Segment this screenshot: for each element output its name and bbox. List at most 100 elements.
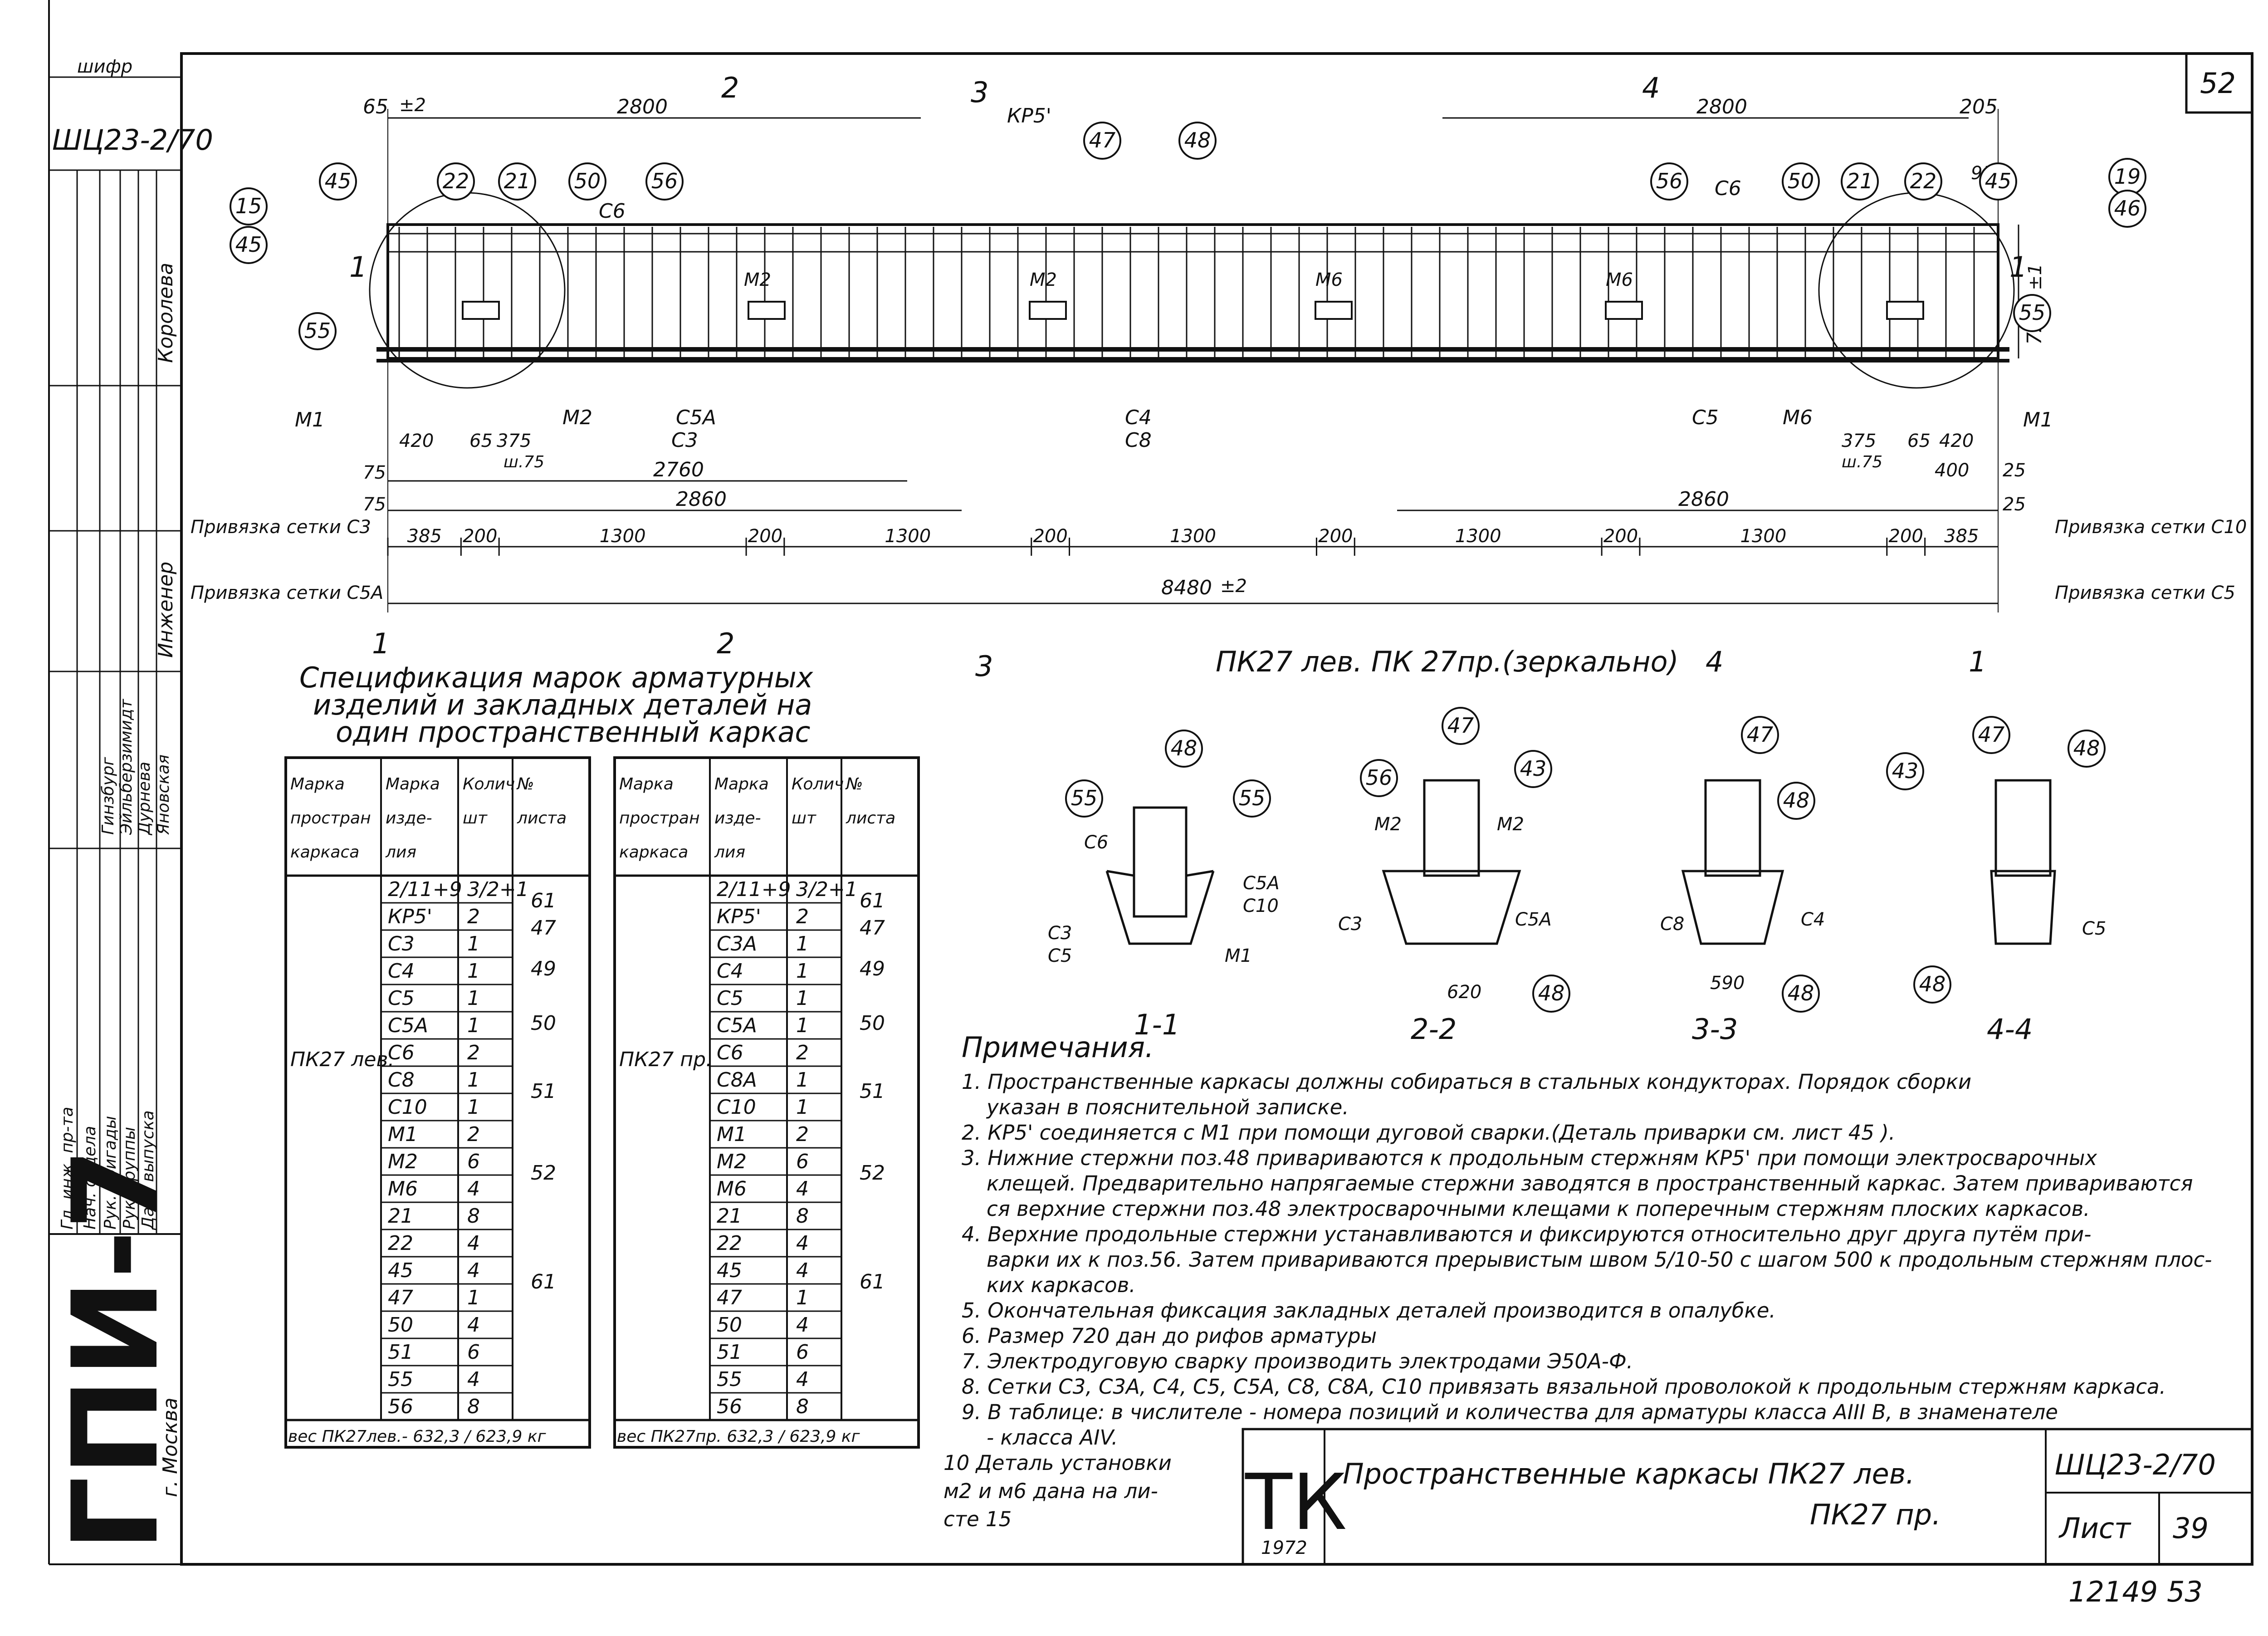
left-item-12: 21 bbox=[388, 1205, 413, 1228]
rebar-verticals bbox=[398, 227, 1975, 358]
left-header-1-2: лия bbox=[385, 843, 416, 862]
chain-dim-3: 200 bbox=[748, 526, 782, 547]
balloon-left-1: 22 bbox=[437, 162, 475, 201]
balloon-48: 48 bbox=[1178, 122, 1217, 160]
note-line-13: 9. В таблице: в числителе - номера позиц… bbox=[962, 1400, 2058, 1424]
org-name: ГПИ-7 bbox=[48, 1148, 185, 1552]
chain-dim-9: 200 bbox=[1603, 526, 1638, 547]
section-1-text-1: 47 bbox=[1447, 713, 1474, 738]
note-line-10: 6. Размер 720 дан до рифов арматуры bbox=[962, 1324, 1377, 1348]
left-qty-0: 3/2+1 bbox=[467, 878, 529, 901]
balloon-right-7: 55 bbox=[2013, 294, 2051, 332]
role-3: Рук. бригады bbox=[101, 1116, 120, 1229]
right-header-2-0: Колич bbox=[792, 775, 844, 794]
role-2: Нач. отдела bbox=[81, 1126, 99, 1229]
dim-375-right: 375 bbox=[1842, 431, 1876, 451]
plate-label-3: М6 bbox=[1606, 269, 1633, 290]
under-dims: 420 65 375 ш.75 375 ш.75 65 420 2760 400… bbox=[363, 431, 2026, 599]
tol-left: ±2 bbox=[399, 95, 426, 116]
balloon-left-2-text: 21 bbox=[504, 169, 531, 193]
right-header-1-1: изде- bbox=[714, 809, 761, 828]
name-2: Эйльберзимидт bbox=[117, 699, 136, 835]
left-qty-7: 1 bbox=[467, 1068, 480, 1092]
note10-line-2: сте 15 bbox=[943, 1507, 1012, 1531]
dim-w75-right: ш.75 bbox=[1842, 453, 1882, 471]
section-0-label-7: С5 bbox=[1048, 945, 1072, 966]
balloon-right-7-circle bbox=[2013, 294, 2051, 332]
right-item-11: М6 bbox=[717, 1177, 747, 1200]
side-block: шифр ШЦ23-2/70 Королева Инженер Гл. инж.… bbox=[48, 56, 213, 1552]
right-sheet-0: 61 bbox=[860, 889, 885, 912]
cipher-label: шифр bbox=[77, 56, 132, 77]
right-qty-2: 1 bbox=[796, 932, 809, 955]
right-item-9: М1 bbox=[717, 1123, 747, 1146]
section-1-circle-0 bbox=[1360, 759, 1398, 797]
elevation-labels: 65 ±2 2800 2800 205 95 2 3 4 КР5' С6 С6 … bbox=[349, 71, 2046, 345]
left-header-3-0: № bbox=[516, 775, 534, 794]
left-item-3: С4 bbox=[388, 960, 415, 983]
left-header-0-2: каркаса bbox=[290, 843, 359, 862]
section-0-label-3: С6 bbox=[1084, 832, 1108, 853]
dim-2860-left: 2860 bbox=[676, 488, 727, 511]
bottom-label-2: С5А bbox=[676, 406, 716, 429]
section-3-circle-1 bbox=[1972, 716, 2010, 754]
sheet-no: 39 bbox=[2173, 1512, 2209, 1545]
code: ШЦ23-2/70 bbox=[2055, 1448, 2216, 1481]
right-frame-mark: ПК27 пр. bbox=[619, 1048, 712, 1071]
section-mark-3: 3 bbox=[971, 76, 988, 109]
dim-75-b: 75 bbox=[363, 494, 386, 515]
section-0-label-8: М1 bbox=[1225, 945, 1252, 966]
section-title-1: 2-2 bbox=[1411, 1013, 1457, 1046]
sheet-label: Лист bbox=[2058, 1512, 2131, 1545]
bottom-label-8: М1 bbox=[2023, 408, 2053, 431]
section-1-label-7: 620 bbox=[1447, 982, 1481, 1003]
section-3-text-1: 47 bbox=[1978, 722, 2005, 747]
section-1-text-2: 43 bbox=[1520, 756, 1547, 781]
bottom-label-0: М1 bbox=[295, 408, 325, 431]
balloon-right-1-circle bbox=[1782, 162, 1820, 201]
note-line-3: 3. Нижние стержни поз.48 привариваются к… bbox=[962, 1146, 2097, 1170]
right-qty-15: 1 bbox=[796, 1286, 809, 1309]
note-line-6: 4. Верхние продольные стержни устанавлив… bbox=[962, 1222, 2091, 1246]
view-title: ПК27 лев. ПК 27пр.(зеркально) bbox=[1216, 645, 1679, 678]
chain-dim-2: 1300 bbox=[600, 526, 646, 547]
left-weight: вес ПК27лев.- 632,3 / 623,9 кг bbox=[288, 1427, 547, 1446]
right-qty-13: 4 bbox=[796, 1232, 809, 1255]
balloon-left-3-circle bbox=[568, 162, 606, 201]
left-qty-19: 8 bbox=[467, 1395, 480, 1418]
chain-dim-4: 1300 bbox=[885, 526, 931, 547]
section-title-2: 3-3 bbox=[1692, 1013, 1738, 1046]
tol-height: ±1 bbox=[2025, 264, 2046, 290]
balloon-left-4-circle bbox=[645, 162, 684, 201]
dim-25-b: 25 bbox=[2003, 494, 2026, 515]
left-header-0-0: Марка bbox=[290, 775, 345, 794]
balloon-right-5: 19 bbox=[2108, 158, 2146, 196]
right-qty-9: 2 bbox=[796, 1123, 809, 1146]
section-2-text-1: 48 bbox=[1783, 788, 1810, 813]
left-qty-11: 4 bbox=[467, 1177, 480, 1200]
bottom-label-6: С5 bbox=[1692, 406, 1719, 429]
dim-25-a: 25 bbox=[2003, 460, 2026, 481]
note10-line-1: м2 и м6 дана на ли- bbox=[943, 1479, 1158, 1503]
section-1-label-3: М2 bbox=[1374, 814, 1402, 835]
right-header-0-2: каркаса bbox=[619, 843, 688, 862]
right-item-12: 21 bbox=[717, 1205, 742, 1228]
chain-dim-8: 1300 bbox=[1455, 526, 1501, 547]
view-mark-1: 1 bbox=[372, 627, 390, 660]
embedded-plates bbox=[462, 301, 1924, 320]
left-header-1-0: Марка bbox=[386, 775, 440, 794]
bottom-label-3: С3 bbox=[671, 429, 698, 452]
section-3-balloon-0: 43 bbox=[1886, 752, 1924, 790]
balloon-right-4-text: 45 bbox=[1985, 169, 2012, 193]
note-line-0: 1. Пространственные каркасы должны собир… bbox=[962, 1070, 1971, 1094]
dim-2800-left: 2800 bbox=[617, 95, 668, 118]
right-item-18: 55 bbox=[717, 1368, 742, 1391]
archive-no: 12149 53 bbox=[2068, 1575, 2203, 1608]
right-sheet-4: 51 bbox=[860, 1080, 885, 1103]
section-0-circle-1 bbox=[1233, 779, 1271, 818]
left-qty-8: 1 bbox=[467, 1096, 480, 1119]
left-qty-10: 6 bbox=[467, 1150, 480, 1173]
right-item-4: С5 bbox=[717, 987, 743, 1010]
section-1-circle-8 bbox=[1532, 975, 1570, 1013]
view-mark-2: 2 bbox=[717, 627, 734, 660]
